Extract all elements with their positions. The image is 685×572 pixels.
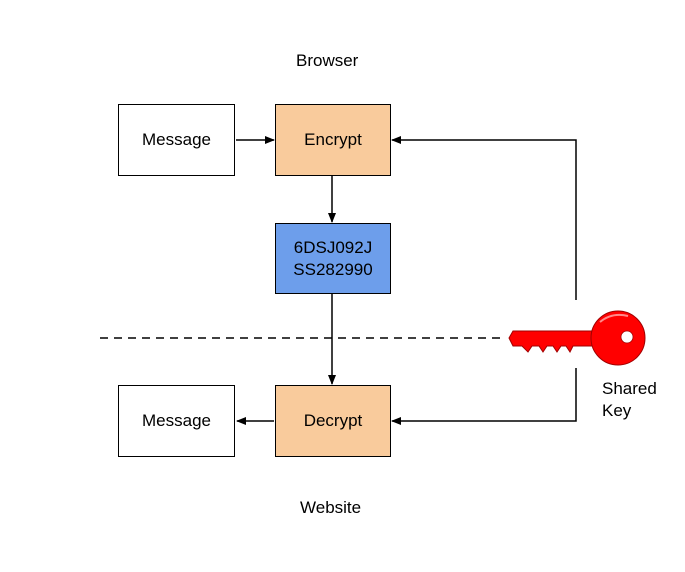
arrow-key-to-encrypt bbox=[391, 136, 577, 300]
message-box-top: Message bbox=[118, 104, 235, 176]
ciphertext-box: 6DSJ092J SS282990 bbox=[275, 223, 391, 294]
shared-key-label-line1: Shared bbox=[602, 379, 657, 398]
encrypt-box: Encrypt bbox=[275, 104, 391, 176]
message-box-bottom: Message bbox=[118, 385, 235, 457]
shared-key-label-line2: Key bbox=[602, 401, 632, 420]
decrypt-box: Decrypt bbox=[275, 385, 391, 457]
shared-key-label: Shared Key bbox=[602, 378, 657, 422]
ciphertext-line2: SS282990 bbox=[293, 259, 373, 279]
browser-label: Browser bbox=[296, 51, 359, 70]
arrow-key-to-decrypt bbox=[391, 368, 577, 425]
ciphertext-line1: 6DSJ092J bbox=[293, 237, 373, 257]
key-icon bbox=[508, 310, 646, 366]
website-label: Website bbox=[300, 498, 362, 517]
